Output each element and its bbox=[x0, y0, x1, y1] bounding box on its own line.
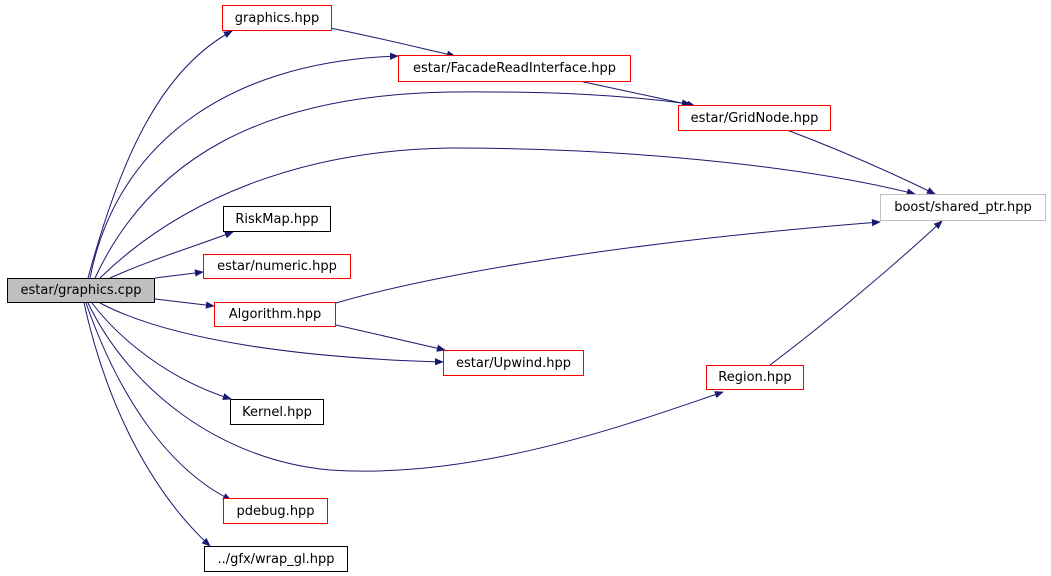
node-algorithm-label: Algorithm.hpp bbox=[228, 307, 322, 322]
node-region[interactable]: Region.hpp bbox=[706, 365, 804, 390]
node-region-label: Region.hpp bbox=[718, 370, 792, 385]
edge-root-riskmap bbox=[109, 231, 234, 279]
node-root-label: estar/graphics.cpp bbox=[20, 283, 142, 298]
node-graphics-hpp[interactable]: graphics.hpp bbox=[222, 5, 332, 31]
node-graphics-hpp-label: graphics.hpp bbox=[234, 10, 320, 26]
edge-gridnode-shared-ptr bbox=[786, 129, 936, 195]
node-wrap-gl-label: ../gfx/wrap_gl.hpp bbox=[217, 551, 335, 567]
node-root[interactable]: estar/graphics.cpp bbox=[7, 278, 155, 303]
node-riskmap-label: RiskMap.hpp bbox=[235, 211, 319, 227]
edge-root-numeric bbox=[154, 269, 204, 279]
node-algorithm[interactable]: Algorithm.hpp bbox=[214, 302, 336, 327]
node-kernel[interactable]: Kernel.hpp bbox=[230, 399, 324, 425]
node-upwind-label: estar/Upwind.hpp bbox=[456, 355, 571, 371]
node-facade[interactable]: estar/FacadeReadInterface.hpp bbox=[398, 55, 631, 82]
node-numeric-label: estar/numeric.hpp bbox=[217, 259, 337, 274]
edge-facade-gridnode bbox=[574, 79, 696, 108]
edge-root-algorithm bbox=[154, 298, 215, 309]
node-pdebug[interactable]: pdebug.hpp bbox=[223, 498, 328, 524]
node-shared-ptr-label: boost/shared_ptr.hpp bbox=[894, 200, 1032, 215]
node-riskmap[interactable]: RiskMap.hpp bbox=[223, 206, 331, 232]
node-kernel-label: Kernel.hpp bbox=[242, 404, 312, 420]
edge-root-gridnode bbox=[94, 91, 691, 279]
edge-root-upwind bbox=[99, 302, 444, 366]
node-wrap-gl[interactable]: ../gfx/wrap_gl.hpp bbox=[204, 546, 348, 572]
edge-algorithm-shared-ptr bbox=[335, 219, 881, 304]
edge-root-graphics-hpp bbox=[87, 30, 233, 279]
edge-root-facade bbox=[89, 52, 399, 279]
edge-algorithm-upwind bbox=[335, 324, 446, 352]
node-facade-label: estar/FacadeReadInterface.hpp bbox=[413, 61, 616, 76]
node-pdebug-label: pdebug.hpp bbox=[236, 503, 315, 519]
edge-root-kernel bbox=[91, 302, 232, 401]
edge-root-shared-ptr bbox=[99, 147, 916, 279]
edge-region-shared-ptr bbox=[769, 220, 943, 366]
edge-graphics-hpp-facade bbox=[329, 27, 456, 58]
edge-root-region bbox=[87, 302, 724, 472]
edge-root-pdebug bbox=[85, 302, 232, 501]
node-numeric[interactable]: estar/numeric.hpp bbox=[203, 254, 351, 279]
edge-root-wrap-gl bbox=[83, 302, 211, 547]
node-shared-ptr[interactable]: boost/shared_ptr.hpp bbox=[880, 194, 1046, 221]
node-gridnode-label: estar/GridNode.hpp bbox=[690, 110, 819, 126]
node-gridnode[interactable]: estar/GridNode.hpp bbox=[678, 105, 831, 131]
node-upwind[interactable]: estar/Upwind.hpp bbox=[443, 350, 584, 376]
